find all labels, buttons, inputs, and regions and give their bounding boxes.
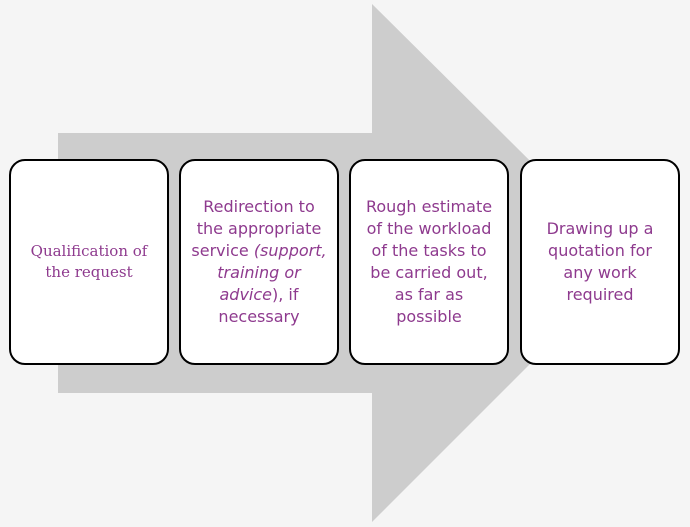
step-text-estimate: Rough estimate of the workload of the ta… [365, 197, 493, 326]
step-text-redirection: Redirection to the appropriate service (… [191, 196, 327, 328]
step-text-quotation: Drawing up a quotation for any work requ… [546, 219, 654, 304]
step-text-redirection-end: ), if necessary [218, 285, 300, 326]
step-box-quotation: Drawing up a quotation for any work requ… [520, 159, 680, 365]
step-box-redirection: Redirection to the appropriate service (… [179, 159, 339, 365]
step-box-qualification: Qualification of the request [9, 159, 169, 365]
arrow-shape [58, 4, 632, 522]
step-box-estimate: Rough estimate of the workload of the ta… [349, 159, 509, 365]
step-text-redirection-italic: (support, training or advice [217, 241, 327, 304]
step-text-qualification: Qualification of the request [30, 242, 148, 281]
step-text-redirection-start: Redirection to the appropriate service [191, 197, 322, 260]
